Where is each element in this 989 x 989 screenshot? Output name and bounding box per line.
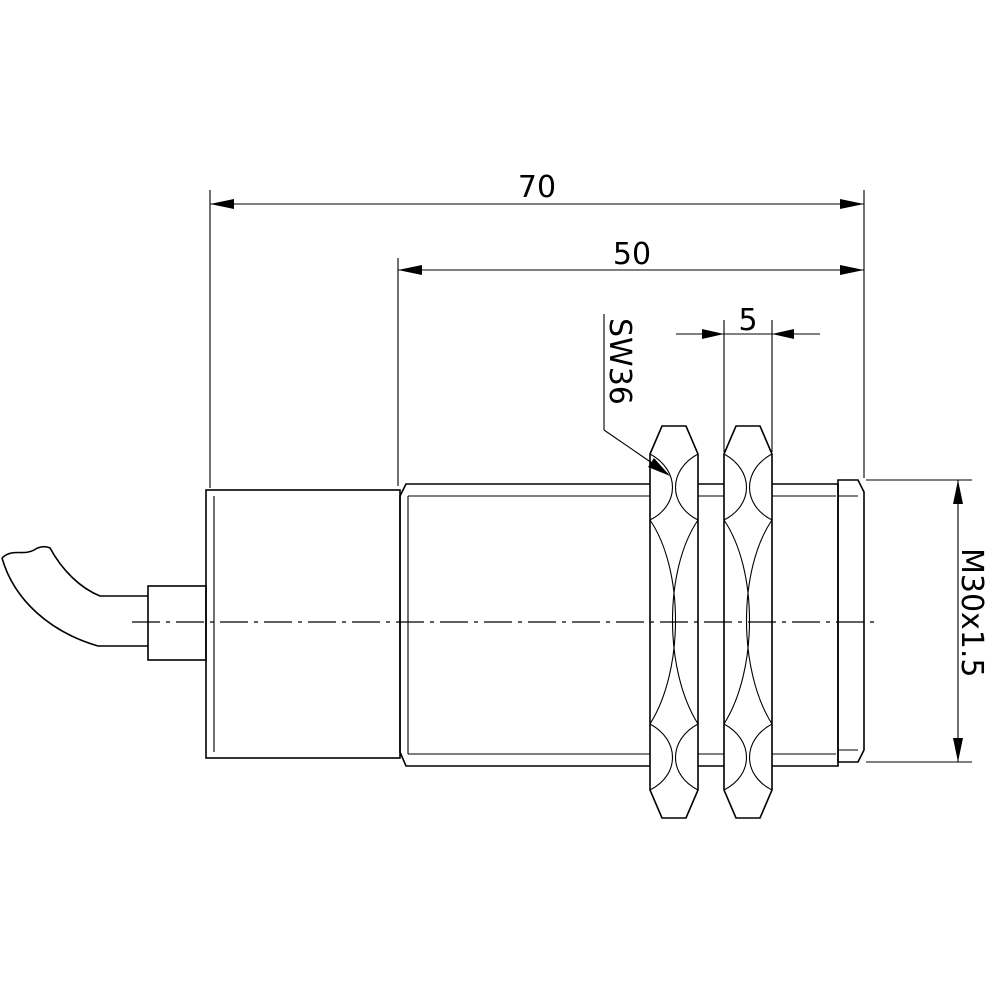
- dimension-70: 70: [209, 170, 865, 488]
- threaded-barrel: [399, 479, 865, 767]
- dimension-70-label: 70: [518, 170, 556, 205]
- dimension-5: 5: [676, 303, 820, 452]
- dimension-thread: M30x1.5: [866, 479, 989, 763]
- dimension-50-label: 50: [613, 237, 651, 272]
- thread-spec-label: M30x1.5: [954, 548, 989, 678]
- wrench-size-callout: SW36: [602, 314, 670, 476]
- cable-gland: [147, 585, 207, 661]
- dimension-50: 50: [397, 237, 864, 486]
- cable: [1, 545, 148, 647]
- wrench-size-label: SW36: [602, 318, 637, 405]
- sensor-body: [205, 489, 401, 759]
- dimension-5-label: 5: [738, 303, 757, 338]
